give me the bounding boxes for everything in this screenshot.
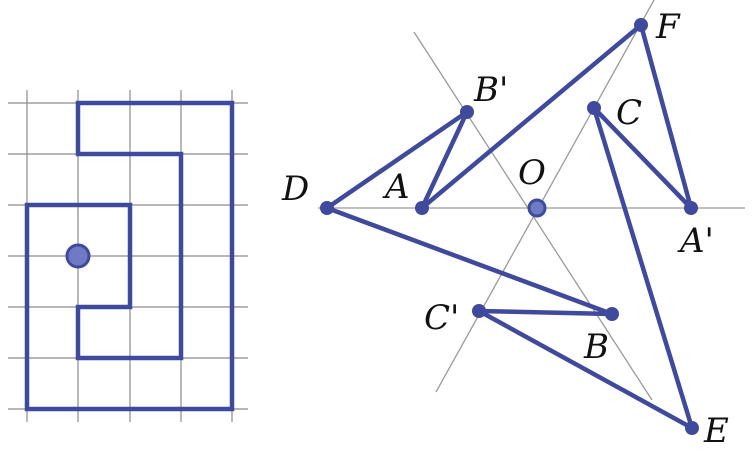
label-c: C: [616, 93, 642, 133]
label-a-prime: A': [677, 221, 714, 261]
point-a-prime: [684, 201, 698, 215]
label-a: A: [382, 167, 410, 207]
right-figure: [320, 18, 699, 435]
center-dot: [65, 243, 91, 269]
segment-c-e: [591, 105, 695, 431]
segment-b-d: [324, 205, 615, 317]
point-f: [634, 18, 648, 32]
segment-c-prime-b: [476, 308, 615, 317]
segment-e-c-prime: [476, 308, 695, 431]
segment-d-b-prime: [324, 109, 470, 211]
right-labels: F B' C D A O A' C' B E: [281, 7, 729, 451]
label-d: D: [281, 169, 309, 209]
label-o: O: [518, 153, 546, 193]
point-a: [415, 201, 429, 215]
point-c: [587, 101, 601, 115]
segment-b-prime-a: [419, 109, 470, 211]
label-f: F: [655, 7, 681, 47]
point-b-prime: [460, 105, 474, 119]
point-d: [320, 201, 334, 215]
segment-a-f: [419, 22, 644, 211]
label-b: B: [583, 327, 609, 367]
label-c-prime: C': [424, 298, 459, 338]
label-e: E: [703, 411, 729, 451]
guide-line-c-o-c-prime: [435, 0, 655, 393]
point-b: [605, 307, 619, 321]
point-e: [685, 421, 699, 435]
segment-a-prime-c: [591, 105, 694, 211]
label-b-prime: B': [473, 70, 508, 110]
point-o: [527, 198, 547, 218]
point-c-prime: [472, 304, 486, 318]
segment-f-a-prime: [638, 22, 694, 211]
grid-polygon: [24, 100, 235, 412]
left-shape: [24, 100, 235, 412]
